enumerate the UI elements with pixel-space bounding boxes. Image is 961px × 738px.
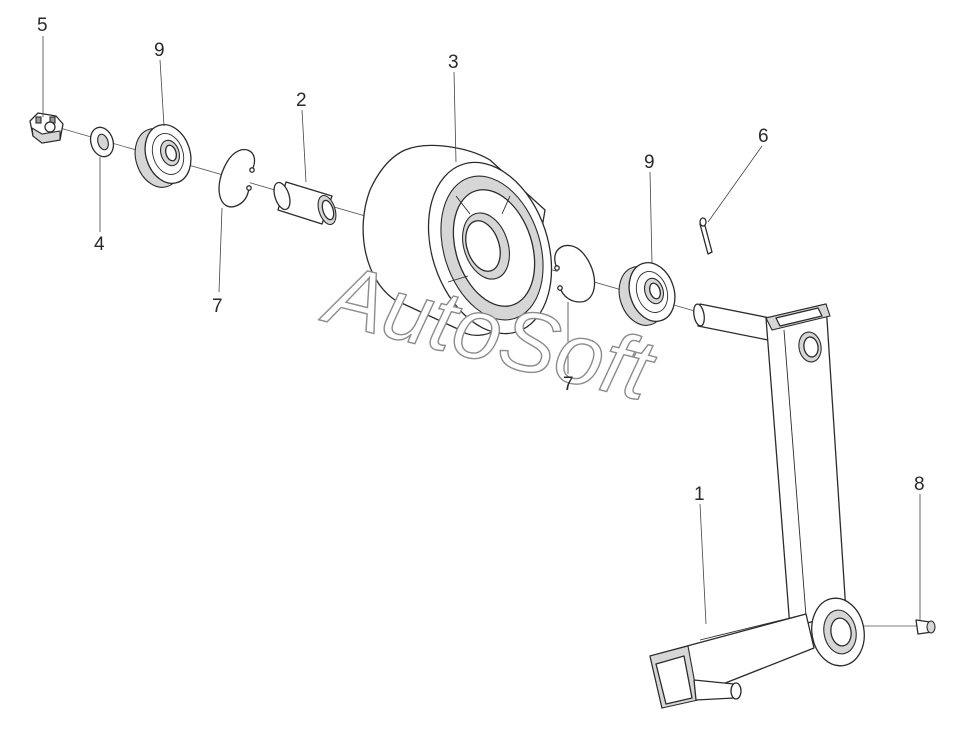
part-7-snap-ring-left [218, 149, 256, 208]
part-3-roller [362, 144, 553, 337]
callout-4: 4 [94, 234, 105, 255]
callout-2: 2 [296, 90, 307, 111]
part-2-spacer-tube [273, 181, 337, 226]
callout-5: 5 [37, 15, 48, 36]
part-5-castle-nut [29, 112, 64, 144]
part-7-snap-ring-right [554, 244, 596, 303]
part-4-washer [89, 126, 115, 158]
leader-9-left [159, 59, 165, 127]
part-1-tensioner-arm [649, 303, 865, 709]
leader-1 [699, 503, 707, 625]
leader-2 [301, 109, 307, 183]
part-6-split-pin [699, 217, 713, 255]
callout-7-right: 7 [563, 374, 574, 395]
part-9-bearing-right [618, 262, 676, 326]
callout-7-left: 7 [212, 296, 223, 317]
part-8-grease-nipple [915, 619, 936, 635]
callout-9-right: 9 [644, 152, 655, 173]
callout-1: 1 [694, 484, 705, 505]
callout-3: 3 [448, 52, 459, 73]
leader-6 [707, 145, 763, 223]
callout-6: 6 [758, 126, 769, 147]
part-9-bearing-left [134, 124, 192, 188]
leader-9-right [649, 171, 653, 265]
leader-7-left [218, 207, 223, 293]
leader-3 [453, 71, 457, 163]
callout-8: 8 [914, 474, 925, 495]
callout-9-left: 9 [154, 40, 165, 61]
